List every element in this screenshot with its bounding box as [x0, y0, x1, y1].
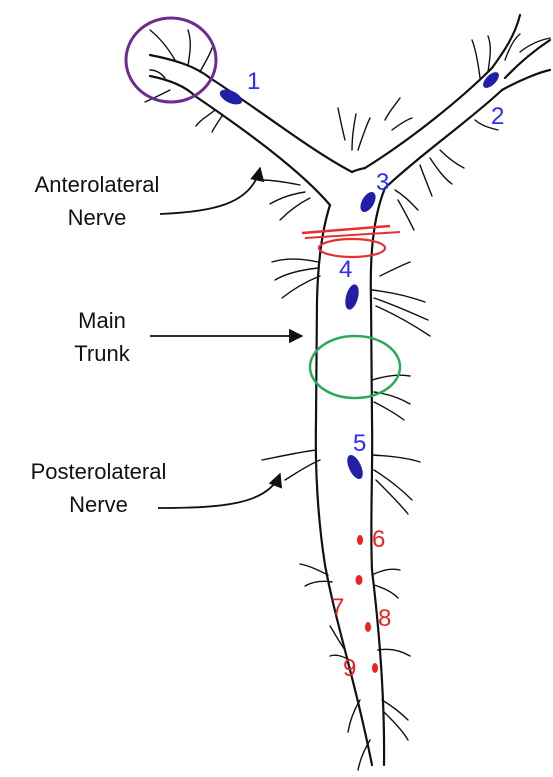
green-circle — [310, 336, 400, 398]
main-trunk-label-line1: Main — [52, 304, 152, 337]
number-7: 7 — [331, 594, 344, 621]
anterolateral-nerve-label: Anterolateral Nerve — [12, 168, 182, 234]
marker-6 — [357, 535, 363, 545]
anterolateral-label-line2: Nerve — [12, 201, 182, 234]
number-4: 4 — [339, 256, 352, 283]
number-8: 8 — [378, 605, 391, 632]
main-trunk-label: Main Trunk — [52, 304, 152, 370]
marker-9 — [372, 663, 378, 673]
marker-4 — [343, 283, 361, 311]
number-5: 5 — [353, 430, 366, 457]
red-ligature — [302, 226, 400, 257]
red-markers — [356, 535, 379, 673]
anterolateral-label-line1: Anterolateral — [12, 168, 182, 201]
number-6: 6 — [372, 526, 385, 553]
number-9: 9 — [343, 655, 356, 682]
marker-2 — [480, 69, 501, 90]
marker-7 — [356, 575, 363, 585]
number-1: 1 — [247, 68, 260, 95]
posterolateral-label-line2: Nerve — [6, 488, 191, 521]
number-3: 3 — [376, 169, 389, 196]
posterolateral-nerve-label: Posterolateral Nerve — [6, 455, 191, 521]
main-trunk-label-line2: Trunk — [52, 337, 152, 370]
posterolateral-label-line1: Posterolateral — [6, 455, 191, 488]
number-2: 2 — [491, 103, 504, 130]
marker-1 — [218, 86, 245, 107]
marker-8 — [365, 622, 371, 632]
blue-markers — [218, 69, 502, 481]
